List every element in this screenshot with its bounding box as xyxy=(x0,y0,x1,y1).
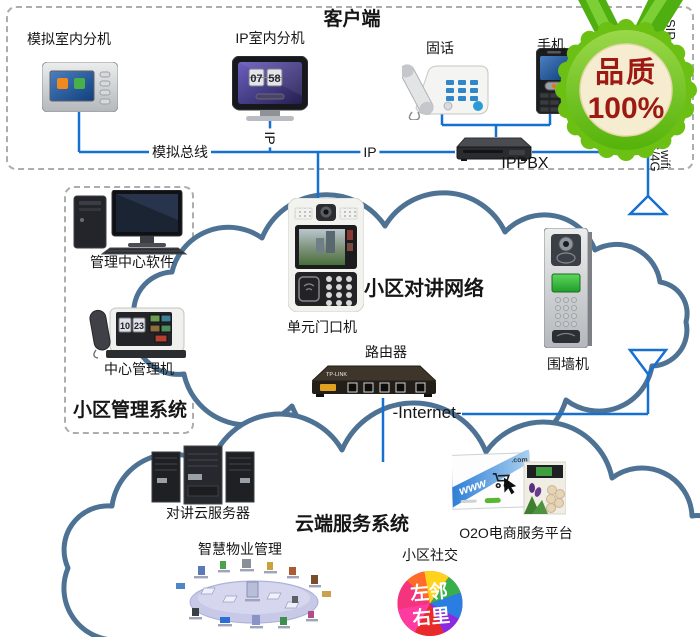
badge-line2: 100% xyxy=(588,92,665,125)
o2o-domain-text: .com xyxy=(511,457,528,465)
cloud-services-title: 云端服务系统 xyxy=(294,514,410,535)
ip-indoor-label: IP室内分机 xyxy=(235,30,305,46)
mobile-label: 手机 xyxy=(537,37,565,53)
internet-label: -Internet- xyxy=(392,403,462,422)
router-label: 路由器 xyxy=(365,344,407,360)
wall-station-image xyxy=(543,227,592,353)
analog-bus-label: 模拟总线 xyxy=(149,144,211,161)
analog-indoor-label: 模拟室内分机 xyxy=(27,31,111,47)
ippbx-device-image xyxy=(455,134,533,167)
central-console-image: 10 23 xyxy=(88,304,188,365)
ippbx-label: IPPBX xyxy=(501,155,549,172)
router-image: TP-LINK xyxy=(310,362,438,405)
unit-door-station-image xyxy=(287,197,365,317)
central-console-label: 中心管理机 xyxy=(104,361,174,377)
community-social-label: 小区社交 xyxy=(402,547,458,563)
wall-station-label: 围墙机 xyxy=(547,356,589,372)
smart-property-label: 智慧物业管理 xyxy=(198,541,282,557)
ip-tag: IP xyxy=(360,144,380,161)
management-computer-image xyxy=(70,189,188,261)
intercom-network-title: 小区对讲网络 xyxy=(364,278,484,300)
router-brand-text: TP-LINK xyxy=(326,372,347,378)
quality-badge: 品质 100% xyxy=(548,0,700,177)
logo-text-top: 左邻 xyxy=(408,580,448,604)
cloud-server-label: 对讲云服务器 xyxy=(166,505,250,521)
console-clock-hour: 10 xyxy=(120,321,130,331)
landline-phone-image xyxy=(399,56,492,125)
logo-text-bottom: 右里 xyxy=(412,605,451,629)
analog-indoor-station-image xyxy=(41,61,119,117)
antenna-top-icon xyxy=(626,194,670,216)
landline-label: 固话 xyxy=(426,40,454,56)
management-software-label: 管理中心软件 xyxy=(90,254,174,270)
ip-tag-vertical: IP xyxy=(261,128,279,148)
client-zone-title: 客户端 xyxy=(323,9,381,30)
management-zone-title: 小区管理系统 xyxy=(72,400,188,421)
unit-door-station-label: 单元门口机 xyxy=(287,319,357,335)
o2o-platform-image: www .com xyxy=(450,448,567,525)
ip-clock-minute: 58 xyxy=(268,73,280,85)
cloud-server-image xyxy=(150,444,256,511)
smart-property-image xyxy=(168,556,340,637)
o2o-platform-label: O2O电商服务平台 xyxy=(459,525,573,541)
badge-line1: 品质 xyxy=(595,56,657,89)
ip-clock-hour: 07 xyxy=(250,73,262,85)
ip-indoor-station-image: 07 58 xyxy=(231,55,309,127)
console-clock-minute: 23 xyxy=(134,321,144,331)
neighborhood-logo: 左邻 右里 xyxy=(396,570,464,637)
antenna-right-icon xyxy=(627,348,669,377)
